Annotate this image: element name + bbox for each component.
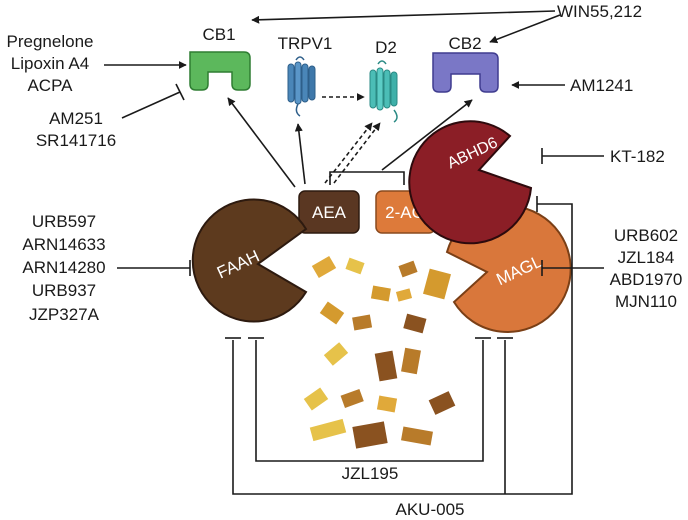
faah-inhibitor-3: ARN14280 (22, 258, 105, 277)
am1241-label: AM1241 (570, 76, 633, 95)
aku005-bracket (232, 203, 573, 495)
cb1-agonist-1: Pregnelone (7, 32, 94, 51)
cb1-antagonist-2: SR141716 (36, 131, 116, 150)
cb1-antagonist-1: AM251 (49, 109, 103, 128)
cb1-agonist-3: ACPA (27, 76, 73, 95)
aku005-label: AKU-005 (396, 500, 465, 519)
antagonists-to-cb1-inhibit (121, 91, 181, 119)
aea-label: AEA (312, 203, 347, 222)
trpv1-label: TRPV1 (278, 34, 333, 53)
magl-inhibitor-3: ABD1970 (610, 270, 683, 289)
magl-inhibitor-2: JZL184 (618, 248, 675, 267)
d2-receptor (369, 60, 398, 123)
win-label: WIN55,212 (557, 2, 642, 21)
aea-to-cb1-arrow (227, 97, 296, 188)
cb1-agonist-2: Lipoxin A4 (11, 54, 89, 73)
aea-to-d2-dashed-arrow-1 (324, 122, 373, 184)
d2-label: D2 (375, 38, 397, 57)
cb1-receptor-shape (189, 51, 251, 91)
inhibit-bar (175, 83, 185, 101)
faah-enzyme: FAAH (191, 198, 308, 323)
faah-inhibitor-5: JZP327A (29, 305, 100, 324)
ligand-bracket (329, 171, 405, 185)
cb2-receptor (432, 52, 499, 93)
cb1-receptor (189, 51, 251, 91)
faah-inhibitor-2: ARN14633 (22, 235, 105, 254)
cb2-receptor-shape (432, 52, 499, 93)
aea-to-trpv1-arrow (294, 123, 306, 185)
win-to-cb1-arrow (251, 10, 556, 24)
faah-inhibitor-4: URB937 (32, 281, 96, 300)
degradation-fragments (303, 255, 456, 449)
aea-box: AEA (298, 190, 360, 234)
ligands-to-cb2-arrow (381, 99, 473, 171)
cb2-label: CB2 (448, 34, 481, 53)
magl-inhibitor-4: MJN110 (615, 292, 677, 311)
kt182-label: KT-182 (610, 147, 665, 166)
win-to-cb2-arrow (489, 14, 561, 44)
cb1-label: CB1 (202, 25, 235, 44)
trpv1-receptor (287, 56, 316, 117)
abhd6-enzyme: ABHD6 (408, 120, 533, 245)
faah-inhibitor-1: URB597 (32, 212, 96, 231)
jzl195-label: JZL195 (342, 464, 399, 483)
aea-to-d2-dashed-arrow-2 (333, 122, 381, 184)
magl-inhibitor-1: URB602 (614, 226, 678, 245)
jzl195-bracket (255, 340, 484, 462)
